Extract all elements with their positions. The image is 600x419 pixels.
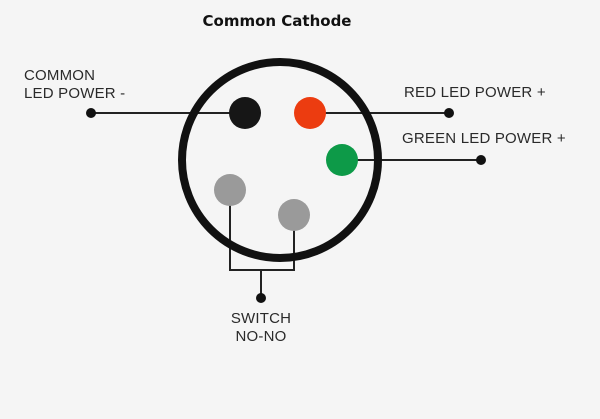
terminal-dot-common <box>86 108 96 118</box>
label-common-line2: LED POWER - <box>24 85 125 102</box>
terminal-dot-switch <box>256 293 266 303</box>
pin-switch-1 <box>214 174 246 206</box>
label-red-led-power: RED LED POWER + <box>404 84 546 101</box>
pin-switch-2 <box>278 199 310 231</box>
terminal-dot-green <box>476 155 486 165</box>
connector-outline <box>178 58 382 262</box>
label-green-led-power: GREEN LED POWER + <box>402 130 566 147</box>
label-switch-line1: SWITCH <box>231 310 291 327</box>
pin-common-led-power <box>229 97 261 129</box>
diagram-title: Common Cathode <box>203 12 352 30</box>
pin-green-led-power <box>326 144 358 176</box>
pin-red-led-power <box>294 97 326 129</box>
terminal-dot-red <box>444 108 454 118</box>
label-common-line1: COMMON <box>24 67 95 84</box>
label-switch-line2: NO-NO <box>236 328 287 345</box>
